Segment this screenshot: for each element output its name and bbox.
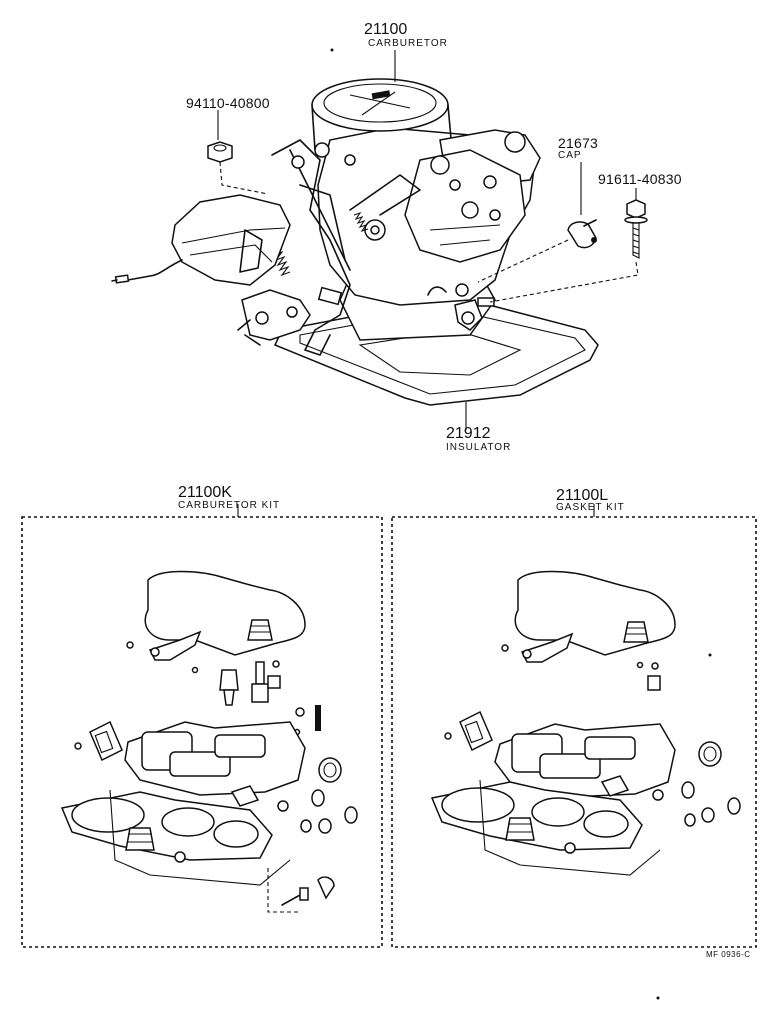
insulator-part-name: INSULATOR (446, 442, 512, 453)
carburetor-part-name: CARBURETOR (368, 38, 448, 49)
choke-housing (171, 194, 291, 286)
nut-part-number: 94110-40800 (186, 95, 270, 111)
carburetor-assembly (111, 78, 599, 406)
carburetor-kit-number: 21100K (178, 484, 232, 501)
diagram-code: MF 0936-C (706, 950, 751, 959)
bolt-part-number: 91611-40830 (598, 171, 682, 187)
gasket-kit-name: GASKET KIT (556, 502, 625, 513)
carburetor-part-number: 21100 (364, 21, 408, 38)
cap-part-name: CAP (558, 150, 582, 161)
insulator-part-number: 21912 (446, 425, 491, 442)
carburetor-kit-contents (60, 570, 358, 913)
cap-part (567, 219, 597, 249)
cap-part-number: 21673 (558, 135, 598, 151)
bolt-part (624, 199, 648, 259)
gasket-kit-contents (430, 570, 741, 876)
carburetor-kit-name: CARBURETOR KIT (178, 500, 281, 511)
gasket-kit-box (391, 516, 757, 948)
gasket-kit-number: 21100L (556, 487, 609, 504)
carburetor-kit-box (21, 516, 383, 948)
nut-part (207, 141, 233, 163)
